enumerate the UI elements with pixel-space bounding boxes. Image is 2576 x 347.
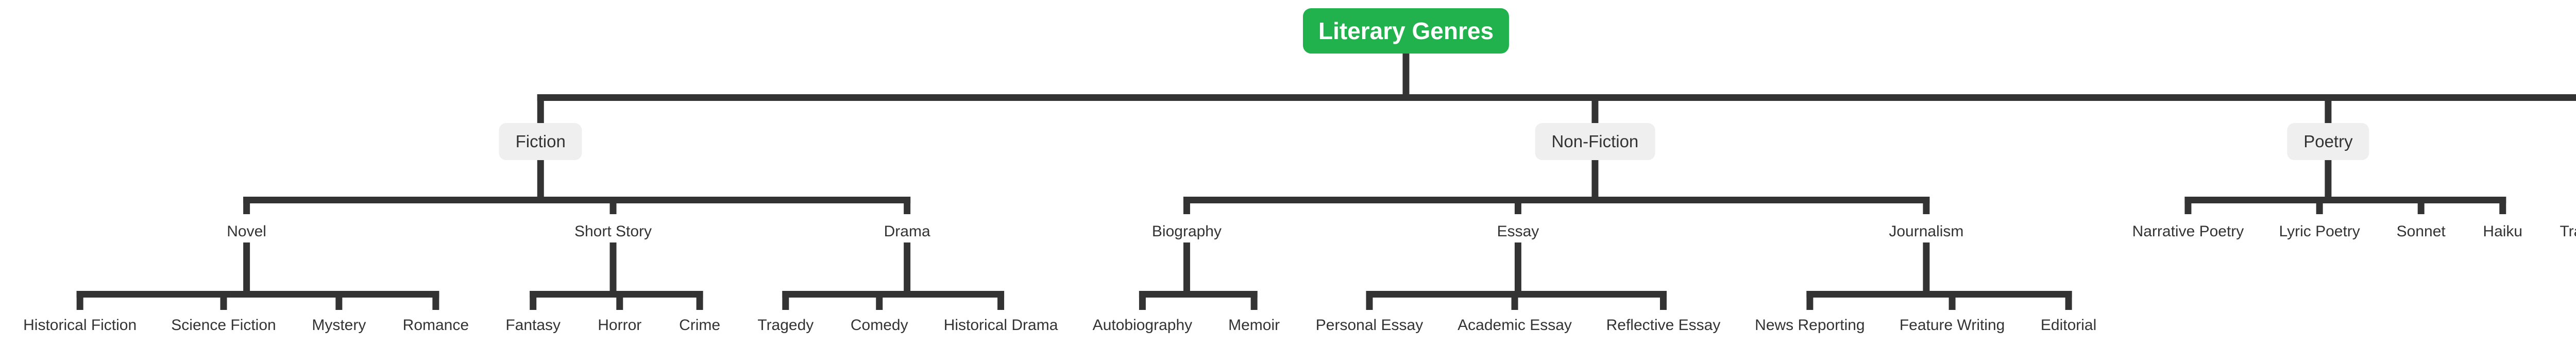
connector — [537, 160, 544, 203]
connector — [1183, 197, 1930, 203]
connector — [1806, 291, 1814, 310]
node-academic-essay: Academic Essay — [1458, 317, 1572, 334]
node-haiku: Haiku — [2483, 223, 2523, 240]
connector — [1591, 160, 1599, 203]
connector — [1806, 291, 2072, 298]
node-reflective-essay: Reflective Essay — [1606, 317, 1721, 334]
connector — [537, 94, 544, 123]
connector — [696, 291, 703, 310]
connector — [782, 291, 1005, 298]
connector — [2316, 197, 2323, 214]
connector — [616, 291, 623, 310]
connector — [2417, 197, 2425, 214]
node-autobiography: Autobiography — [1092, 317, 1193, 334]
connector — [876, 291, 883, 310]
connector — [1591, 94, 1599, 123]
node-romance: Romance — [402, 317, 469, 334]
connector — [432, 291, 439, 310]
node-tragedy: Tragedy — [757, 317, 814, 334]
node-sonnet: Sonnet — [2396, 223, 2446, 240]
connector — [2184, 197, 2506, 203]
node-historical-fiction: Historical Fiction — [23, 317, 137, 334]
node-drama: Drama — [884, 223, 930, 240]
connector — [1948, 291, 1956, 310]
connector — [904, 197, 911, 214]
connector — [2184, 197, 2192, 214]
node-editorial: Editorial — [2040, 317, 2097, 334]
node-poetry: Poetry — [2287, 123, 2369, 160]
node-feature-writing: Feature Writing — [1899, 317, 2005, 334]
connector — [1514, 242, 1521, 298]
connector — [1366, 291, 1373, 310]
connector — [1514, 197, 1521, 214]
connector — [904, 242, 911, 298]
connector — [1511, 291, 1518, 310]
connector — [243, 197, 250, 214]
connector — [335, 291, 343, 310]
connector — [997, 291, 1005, 310]
connector — [76, 291, 83, 310]
node-short-story: Short Story — [574, 223, 652, 240]
node-horror: Horror — [598, 317, 642, 334]
connector — [537, 94, 2576, 101]
connector — [1402, 54, 1410, 101]
node-essay: Essay — [1497, 223, 1539, 240]
connector — [2499, 197, 2506, 214]
connector — [530, 291, 537, 310]
connector — [1250, 291, 1258, 310]
node-non-fiction: Non-Fiction — [1535, 123, 1655, 160]
node-news-reporting: News Reporting — [1755, 317, 1865, 334]
connector — [1139, 291, 1258, 298]
connector — [1659, 291, 1667, 310]
connector — [243, 242, 250, 298]
connector — [1183, 197, 1190, 214]
connector — [609, 197, 617, 214]
connector — [76, 291, 439, 298]
node-narrative-poetry: Narrative Poetry — [2132, 223, 2244, 240]
node-novel: Novel — [227, 223, 266, 240]
node-biography: Biography — [1151, 223, 1222, 240]
node-fantasy: Fantasy — [505, 317, 561, 334]
node-personal-essay: Personal Essay — [1315, 317, 1423, 334]
connector — [220, 291, 227, 310]
node-mystery: Mystery — [312, 317, 366, 334]
connector — [2065, 291, 2072, 310]
connector — [2325, 94, 2332, 123]
connector — [1183, 242, 1190, 298]
connector — [243, 197, 911, 203]
node-science-fiction: Science Fiction — [171, 317, 276, 334]
node-tragedy: Tragedy — [2560, 223, 2576, 240]
node-memoir: Memoir — [1228, 317, 1280, 334]
connector — [782, 291, 789, 310]
node-journalism: Journalism — [1889, 223, 1964, 240]
node-comedy: Comedy — [850, 317, 908, 334]
connector — [1923, 197, 1930, 214]
node-literary-genres: Literary Genres — [1302, 8, 1510, 54]
node-lyric-poetry: Lyric Poetry — [2279, 223, 2360, 240]
connector — [1923, 242, 1930, 298]
node-crime: Crime — [679, 317, 721, 334]
node-historical-drama: Historical Drama — [943, 317, 1058, 334]
node-fiction: Fiction — [499, 123, 582, 160]
connector — [1139, 291, 1146, 310]
connector — [609, 242, 617, 298]
connector — [2325, 160, 2332, 203]
